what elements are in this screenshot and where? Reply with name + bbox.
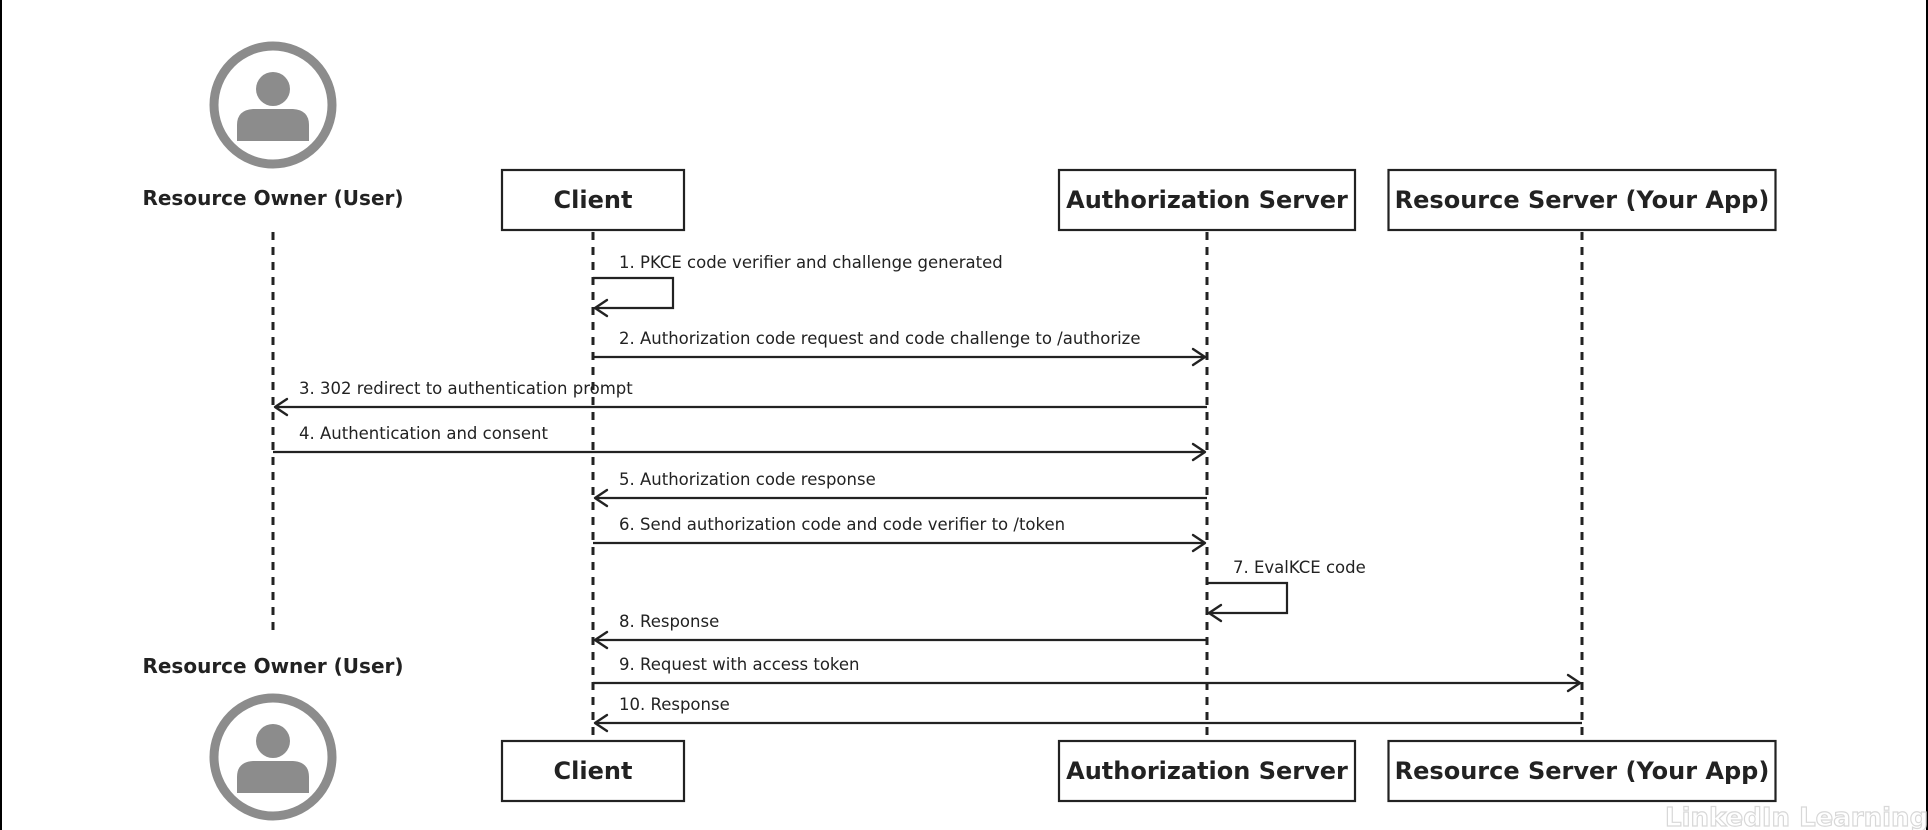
participant-label: Resource Server (Your App) xyxy=(1395,186,1770,214)
arrow-head xyxy=(593,630,609,650)
message-4: 4. Authentication and consent xyxy=(273,424,1207,462)
arrow-head xyxy=(1191,533,1207,553)
participant-bottom-auth: Authorization Server xyxy=(1057,739,1357,803)
participant-box xyxy=(500,168,686,232)
arrow-head xyxy=(1207,603,1223,623)
participant-bottom-client: Client xyxy=(500,739,686,803)
participant-top-client: Client xyxy=(500,168,686,232)
message-9: 9. Request with access token xyxy=(593,655,1582,693)
message-8: 8. Response xyxy=(593,612,1207,650)
participant-label: Client xyxy=(554,186,633,214)
participant-label: Client xyxy=(554,757,633,785)
avatar-head xyxy=(256,724,290,758)
message-label: 3. 302 redirect to authentication prompt xyxy=(299,379,633,398)
participant-box xyxy=(500,739,686,803)
arrow-head xyxy=(273,397,289,417)
arrow-head xyxy=(1191,442,1207,462)
message-label: 4. Authentication and consent xyxy=(299,424,548,443)
avatar-body xyxy=(237,109,309,141)
participant-label: Resource Server (Your App) xyxy=(1395,757,1770,785)
message-10: 10. Response xyxy=(593,695,1582,733)
actor-bottom-avatar xyxy=(209,693,337,821)
participant-box xyxy=(1057,739,1357,803)
watermark-text: LinkedIn Learning xyxy=(1665,803,1928,830)
participant-box xyxy=(1387,739,1777,803)
participant-heads: Resource Owner (User) Resource Owner (Use… xyxy=(142,41,1777,821)
participant-box xyxy=(1387,168,1777,232)
avatar-head xyxy=(256,72,290,106)
participant-bottom-resource: Resource Server (Your App) xyxy=(1387,739,1777,803)
participant-label: Authorization Server xyxy=(1066,186,1348,214)
arrow-head xyxy=(1566,673,1582,693)
message-3: 3. 302 redirect to authentication prompt xyxy=(273,379,1207,417)
messages: 1. PKCE code verifier and challenge gene… xyxy=(273,253,1582,733)
lifelines xyxy=(271,232,1584,740)
self-loop-line xyxy=(1207,581,1289,615)
avatar-body xyxy=(237,761,309,793)
self-loop-line xyxy=(593,276,675,310)
actor-bottom-label: Resource Owner (User) xyxy=(142,654,403,678)
message-7: 7. EvalKCE code xyxy=(1207,558,1366,623)
message-label: 2. Authorization code request and code c… xyxy=(619,329,1141,348)
arrow-head xyxy=(1191,347,1207,367)
message-label: 9. Request with access token xyxy=(619,655,860,674)
arrow-head xyxy=(593,488,609,508)
message-label: 8. Response xyxy=(619,612,719,631)
actor-top-avatar xyxy=(209,41,337,169)
participant-top-auth: Authorization Server xyxy=(1057,168,1357,232)
message-label: 6. Send authorization code and code veri… xyxy=(619,515,1065,534)
arrow-head xyxy=(593,298,609,318)
message-6: 6. Send authorization code and code veri… xyxy=(593,515,1207,553)
participant-label: Authorization Server xyxy=(1066,757,1348,785)
message-1: 1. PKCE code verifier and challenge gene… xyxy=(593,253,1003,318)
message-5: 5. Authorization code response xyxy=(593,470,1207,508)
watermark-logo: LinkedIn Learning xyxy=(1664,802,1928,830)
participant-box xyxy=(1057,168,1357,232)
actor-top-label: Resource Owner (User) xyxy=(142,186,403,210)
arrow-head xyxy=(593,713,609,733)
message-label: 10. Response xyxy=(619,695,730,714)
message-2: 2. Authorization code request and code c… xyxy=(593,329,1207,367)
participant-top-resource: Resource Server (Your App) xyxy=(1387,168,1777,232)
message-label: 7. EvalKCE code xyxy=(1233,558,1366,577)
message-label: 5. Authorization code response xyxy=(619,470,876,489)
message-label: 1. PKCE code verifier and challenge gene… xyxy=(619,253,1003,272)
